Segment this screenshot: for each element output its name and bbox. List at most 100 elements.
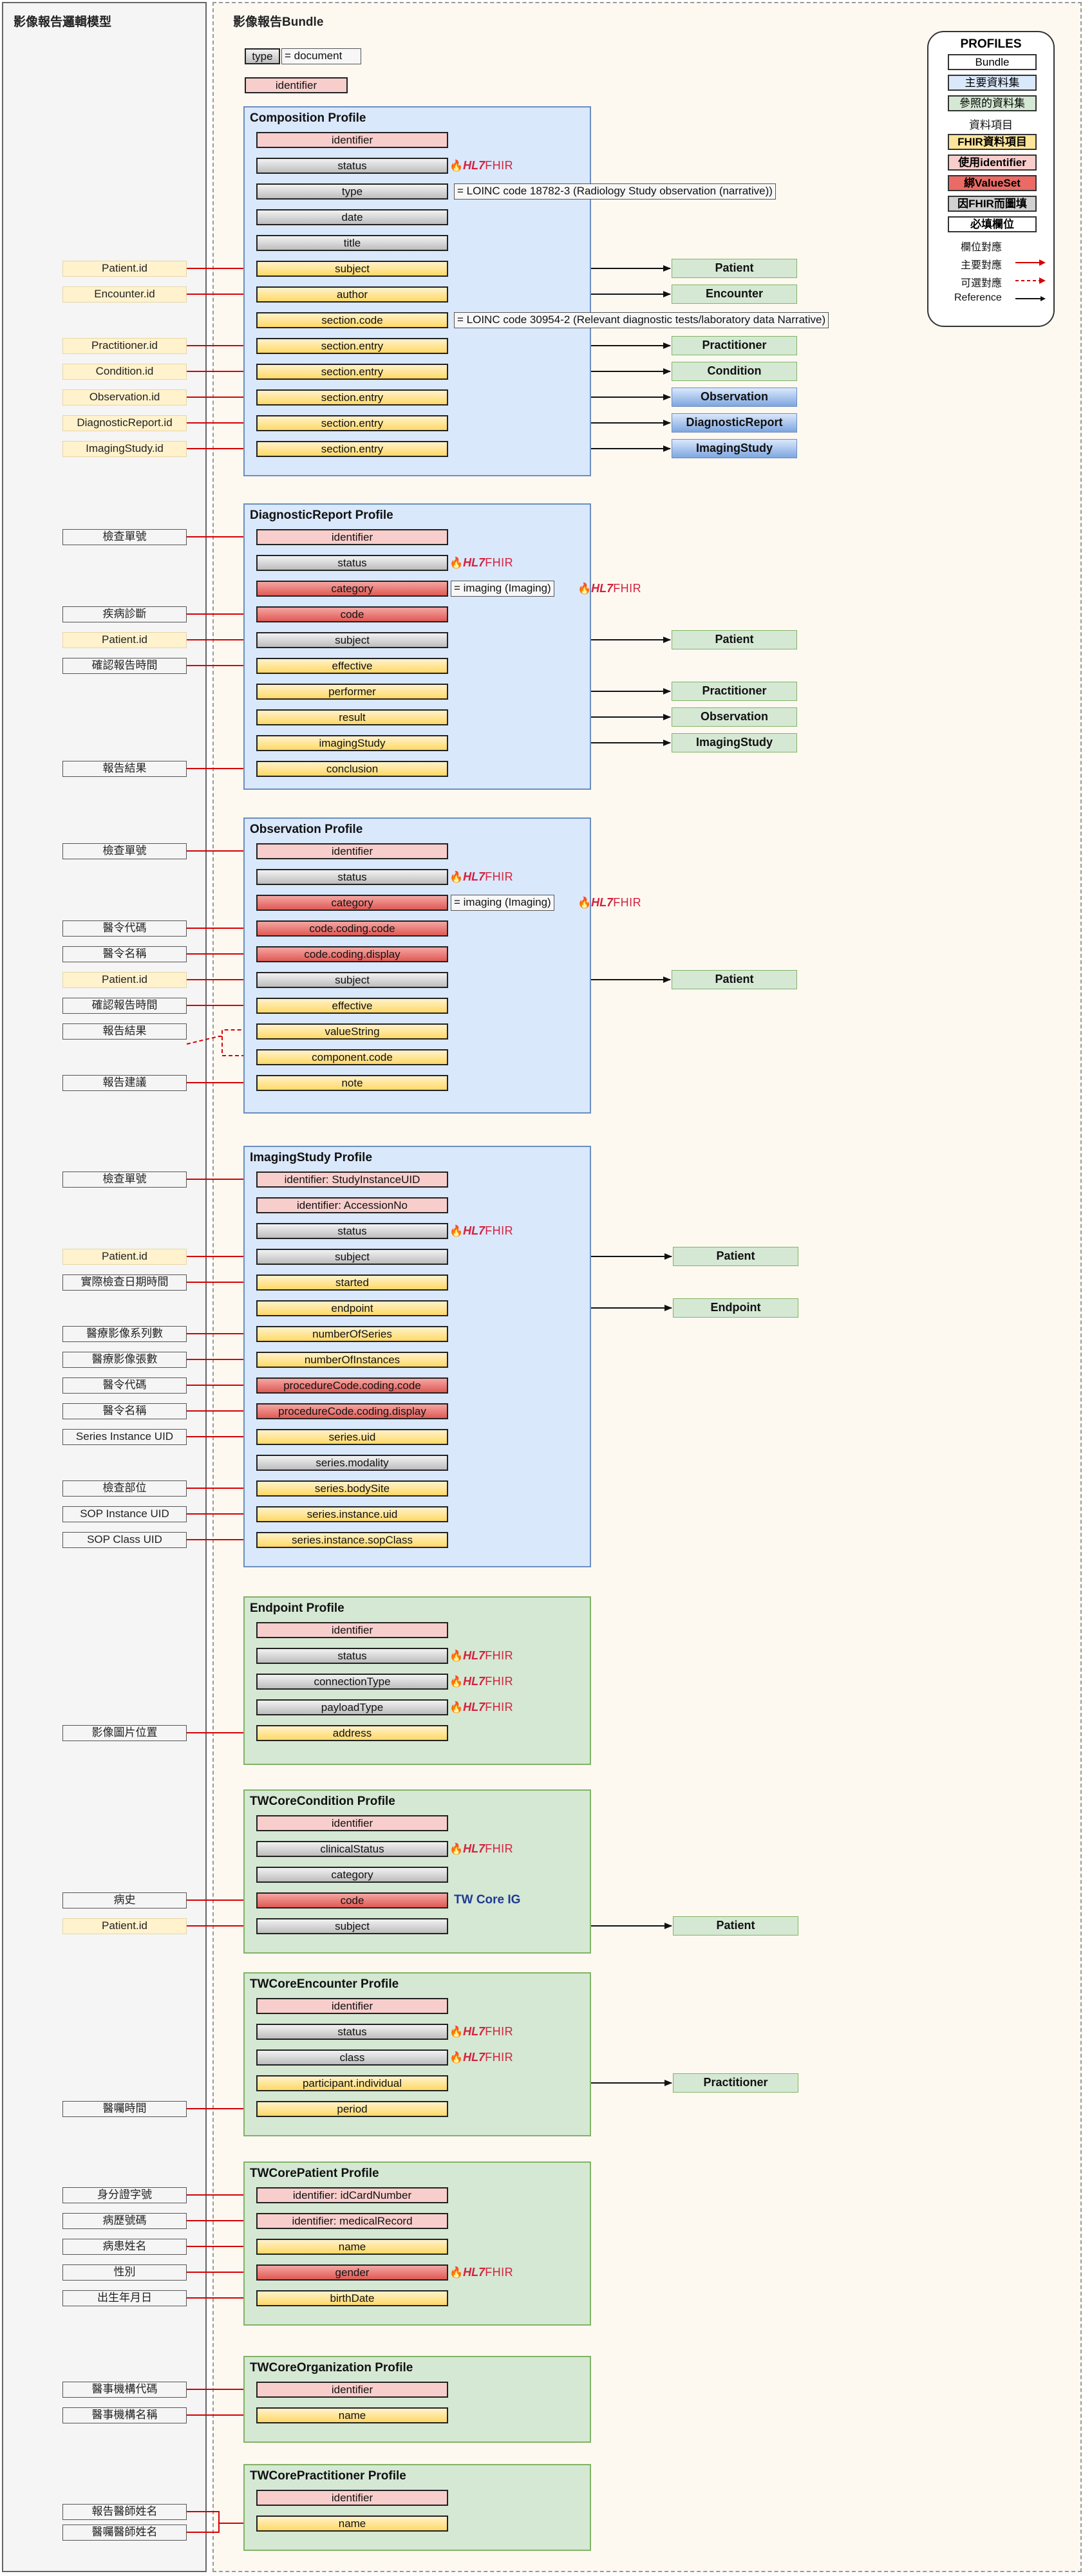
bundle-type-field: type xyxy=(245,48,280,64)
composition-section-note: = LOINC code 30954-2 (Relevant diagnosti… xyxy=(454,312,829,328)
encounter-input-0: 醫囑時間 xyxy=(62,2101,187,2117)
patient-input-1: 病歷號碼 xyxy=(62,2213,187,2229)
legend-optional-mapping: 可選對應 xyxy=(961,278,1003,289)
observation-profile-title: Observation Profile xyxy=(250,823,363,836)
diagnostic-field-4: subject xyxy=(256,632,448,648)
endpoint-field-4: address xyxy=(256,1725,448,1741)
imaging-field-5: endpoint xyxy=(256,1300,448,1316)
legend-bundle: Bundle xyxy=(948,54,1037,70)
legend-identifier: 使用identifier xyxy=(948,154,1037,171)
composition-input-5: DiagnosticReport.id xyxy=(62,415,187,431)
composition-input-2: Practitioner.id xyxy=(62,338,187,354)
composition-field-10: section.entry xyxy=(256,389,448,406)
patient-field-1: identifier: medicalRecord xyxy=(256,2213,448,2229)
bundle-identifier-field: identifier xyxy=(245,77,348,93)
organization-input-0: 醫事機構代碼 xyxy=(62,2382,187,2398)
diagnostic-field-7: result xyxy=(256,709,448,725)
diagnostic-reference-arrow xyxy=(663,714,671,720)
imaging-field-6: numberOfSeries xyxy=(256,1326,448,1342)
imaging-hl7-fhir-icon: 🔥HL7FHIR xyxy=(449,1224,514,1237)
legend-valueset: 綁ValueSet xyxy=(948,175,1037,191)
diagnostic-field-8: imagingStudy xyxy=(256,735,448,751)
condition-target-0: Patient xyxy=(673,1916,798,1936)
observation-field-7: valueString xyxy=(256,1023,448,1040)
condition-field-2: category xyxy=(256,1867,448,1883)
practitioner-field-0: identifier xyxy=(256,2490,448,2506)
composition-target-3: Condition xyxy=(672,362,797,381)
endpoint-field-1: status xyxy=(256,1648,448,1664)
practitioner-field-1: name xyxy=(256,2515,448,2532)
patient-input-2: 病患姓名 xyxy=(62,2239,187,2255)
bundle-type-value: = document xyxy=(281,48,361,64)
encounter-target-0: Practitioner xyxy=(673,2073,798,2093)
composition-reference-arrow xyxy=(663,445,671,452)
imaging-input-4: 醫療影像張數 xyxy=(62,1352,187,1368)
diagnostic-input-3: 確認報告時間 xyxy=(62,658,187,674)
imaging-profile-title: ImagingStudy Profile xyxy=(250,1151,373,1164)
condition-hl7-fhir-icon: 🔥HL7FHIR xyxy=(449,1842,514,1855)
imaging-field-11: series.modality xyxy=(256,1455,448,1471)
legend-reference: Reference xyxy=(954,292,1002,303)
organization-field-0: identifier xyxy=(256,2382,448,2398)
observation-field-2: category xyxy=(256,895,448,911)
composition-input-0: Patient.id xyxy=(62,261,187,277)
imaging-input-7: Series Instance UID xyxy=(62,1429,187,1445)
imaging-input-10: SOP Class UID xyxy=(62,1532,187,1548)
imaging-field-14: series.instance.sopClass xyxy=(256,1532,448,1548)
composition-target-4: Observation xyxy=(672,387,797,407)
diagnostic-target-1: Practitioner xyxy=(672,682,797,701)
encounter-hl7-fhir-icon: 🔥HL7FHIR xyxy=(449,2025,514,2038)
composition-reference-arrow xyxy=(663,265,671,272)
diagnostic-category-note: = imaging (Imaging) xyxy=(451,581,554,597)
composition-reference-arrow xyxy=(663,291,671,297)
encounter-field-1: status xyxy=(256,2024,448,2040)
observation-input-6: 報告建議 xyxy=(62,1075,187,1091)
composition-input-3: Condition.id xyxy=(62,364,187,380)
logical-model-title: 影像報告邏輯模型 xyxy=(14,15,112,29)
imaging-target-0: Patient xyxy=(673,1247,798,1266)
composition-input-6: ImagingStudy.id xyxy=(62,441,187,457)
observation-input-4: 確認報告時間 xyxy=(62,998,187,1014)
endpoint-input-0: 影像圖片位置 xyxy=(62,1725,187,1741)
diagnostic-input-2: Patient.id xyxy=(62,632,187,648)
observation-input-2: 醫令名稱 xyxy=(62,946,187,962)
imaging-field-3: subject xyxy=(256,1249,448,1265)
organization-profile-title: TWCoreOrganization Profile xyxy=(250,2361,413,2375)
encounter-profile-title: TWCoreEncounter Profile xyxy=(250,1977,399,1991)
endpoint-hl7-fhir-icon: 🔥HL7FHIR xyxy=(449,1649,514,1662)
observation-input-1: 醫令代碼 xyxy=(62,920,187,937)
composition-field-2: type xyxy=(256,183,448,200)
observation-input-0: 檢查單號 xyxy=(62,843,187,859)
composition-field-9: section.entry xyxy=(256,364,448,380)
imaging-field-0: identifier: StudyInstanceUID xyxy=(256,1171,448,1188)
composition-reference-arrow xyxy=(663,420,671,426)
imaging-field-8: procedureCode.coding.code xyxy=(256,1377,448,1394)
composition-field-8: section.entry xyxy=(256,338,448,354)
composition-type-note: = LOINC code 18782-3 (Radiology Study ob… xyxy=(454,183,776,200)
legend-required: 必填欄位 xyxy=(948,216,1037,232)
imaging-input-1: Patient.id xyxy=(62,1249,187,1265)
composition-reference-arrow xyxy=(663,342,671,349)
diagnostic-category-hl7-icon: 🔥HL7FHIR xyxy=(578,582,642,595)
observation-field-8: component.code xyxy=(256,1049,448,1065)
diagnostic-input-4: 報告結果 xyxy=(62,761,187,777)
legend-data-item: 資料項目 xyxy=(969,119,1013,131)
imaging-field-1: identifier: AccessionNo xyxy=(256,1197,448,1213)
diagnostic-target-0: Patient xyxy=(672,630,797,649)
endpoint-hl7-fhir-icon: 🔥HL7FHIR xyxy=(449,1675,514,1688)
composition-field-3: date xyxy=(256,209,448,225)
observation-field-1: status xyxy=(256,869,448,885)
composition-profile-title: Composition Profile xyxy=(250,111,366,125)
encounter-reference-arrow xyxy=(664,2080,672,2086)
observation-field-5: subject xyxy=(256,972,448,988)
practitioner-profile-title: TWCorePractitioner Profile xyxy=(250,2469,406,2483)
patient-hl7-fhir-icon: 🔥HL7FHIR xyxy=(449,2266,514,2279)
composition-target-5: DiagnosticReport xyxy=(672,413,797,433)
composition-field-6: author xyxy=(256,286,448,303)
imaging-field-9: procedureCode.coding.display xyxy=(256,1403,448,1419)
encounter-field-2: class xyxy=(256,2049,448,2066)
composition-input-4: Observation.id xyxy=(62,389,187,406)
legend-ref-dataset: 參照的資料集 xyxy=(948,95,1037,111)
condition-profile-title: TWCoreCondition Profile xyxy=(250,1795,395,1808)
